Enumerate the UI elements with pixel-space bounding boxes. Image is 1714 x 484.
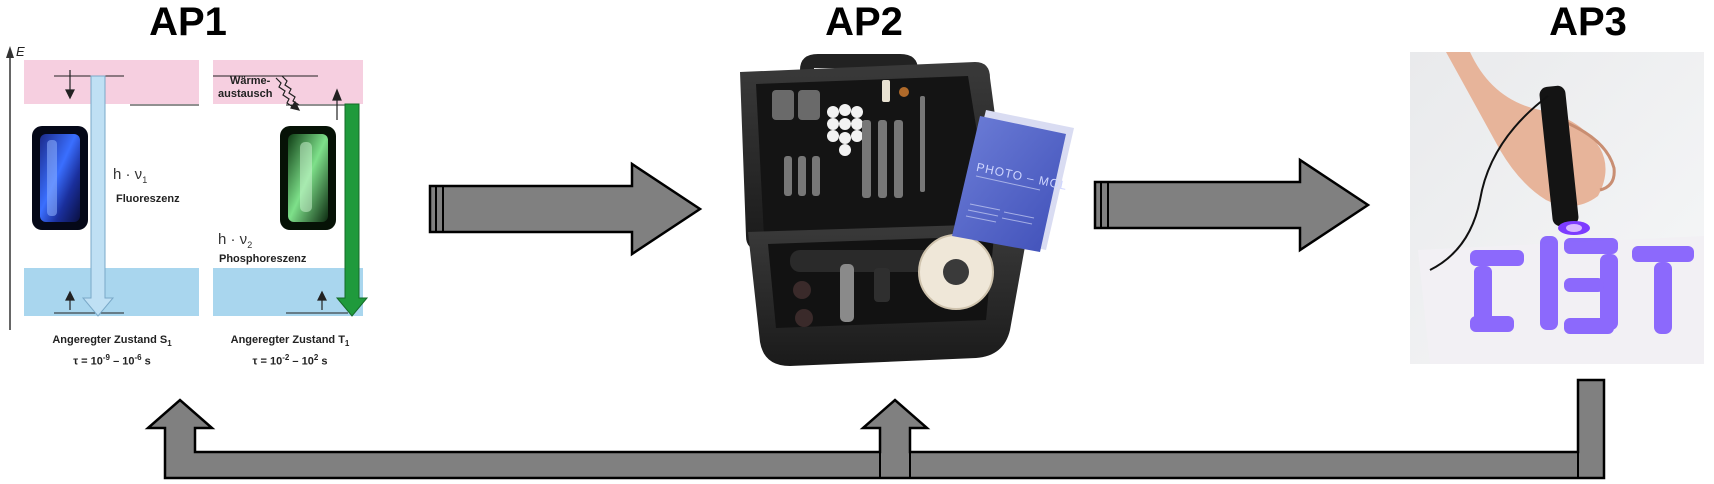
triplet-tau-unit: s: [318, 355, 328, 368]
triplet-tau-exp1: -2: [282, 353, 290, 363]
experiment-kit-image: [740, 54, 1025, 366]
heat-exchange-label: Wärme- austausch: [218, 75, 272, 101]
fluorescence-hv: h · ν: [113, 166, 143, 183]
arrow-ap2-to-ap3: [1093, 157, 1371, 253]
singlet-sub: 1: [167, 339, 172, 349]
heat-exchange-line1: Wärme-: [230, 75, 271, 87]
stage-title-ap2: AP2: [825, 0, 903, 44]
triplet-sub: 1: [344, 339, 350, 349]
feedback-loop-arrow: [144, 378, 1606, 480]
heat-exchange-arrows: [275, 75, 301, 111]
ground-band-left: [24, 268, 199, 316]
singlet-tau-unit: s: [141, 355, 151, 368]
uv-flashlight-photo: [1410, 52, 1704, 364]
phosphorescence-hv: h · ν: [218, 231, 248, 248]
triplet-state-label: Angeregter Zustand T: [230, 334, 345, 346]
stage-title-ap1: AP1: [149, 0, 227, 44]
fluorescence-vial-image: [32, 126, 88, 230]
energy-levels: [54, 75, 348, 314]
triplet-tau-exp2: 2: [313, 353, 319, 363]
singlet-tau-mid: – 10: [110, 355, 135, 368]
phosphorescence-label: Phosphoreszenz: [219, 253, 307, 265]
triplet-tau-mid: – 10: [289, 355, 314, 368]
singlet-tau-prefix: τ = 10: [73, 355, 103, 368]
relaxation-arrows: [65, 70, 342, 310]
singlet-tau-exp2: -6: [134, 353, 142, 363]
phosphorescence-arrow: [335, 103, 369, 317]
singlet-tau-exp1: -9: [102, 353, 111, 363]
phosphorescence-energy-label: h · ν2: [218, 231, 252, 250]
stage-title-ap3: AP3: [1549, 0, 1627, 44]
triplet-state-caption: Angeregter Zustand T1 τ = 10-2 – 102 s: [210, 333, 370, 369]
fluorescence-energy-label: h · ν1: [113, 166, 147, 185]
phosphorescence-vial-image: [280, 126, 336, 230]
fluorescence-arrow: [81, 75, 115, 317]
singlet-state-label: Angeregter Zustand S: [52, 334, 168, 346]
energy-axis: [6, 46, 14, 330]
ground-band-right: [213, 268, 363, 316]
phosphorescence-hv-sub: 2: [247, 240, 253, 250]
arrow-ap1-to-ap2: [428, 161, 703, 257]
triplet-tau-prefix: τ = 10: [252, 355, 283, 368]
energy-axis-label: E: [16, 44, 25, 59]
fluorescence-hv-sub: 1: [142, 175, 148, 185]
heat-exchange-line2: austausch: [218, 88, 273, 100]
fluorescence-label: Fluoreszenz: [116, 193, 180, 205]
excited-band-left: [24, 60, 199, 104]
singlet-state-caption: Angeregter Zustand S1 τ = 10-9 – 10-6 s: [32, 333, 192, 369]
kit-manual-image: [952, 110, 1074, 252]
